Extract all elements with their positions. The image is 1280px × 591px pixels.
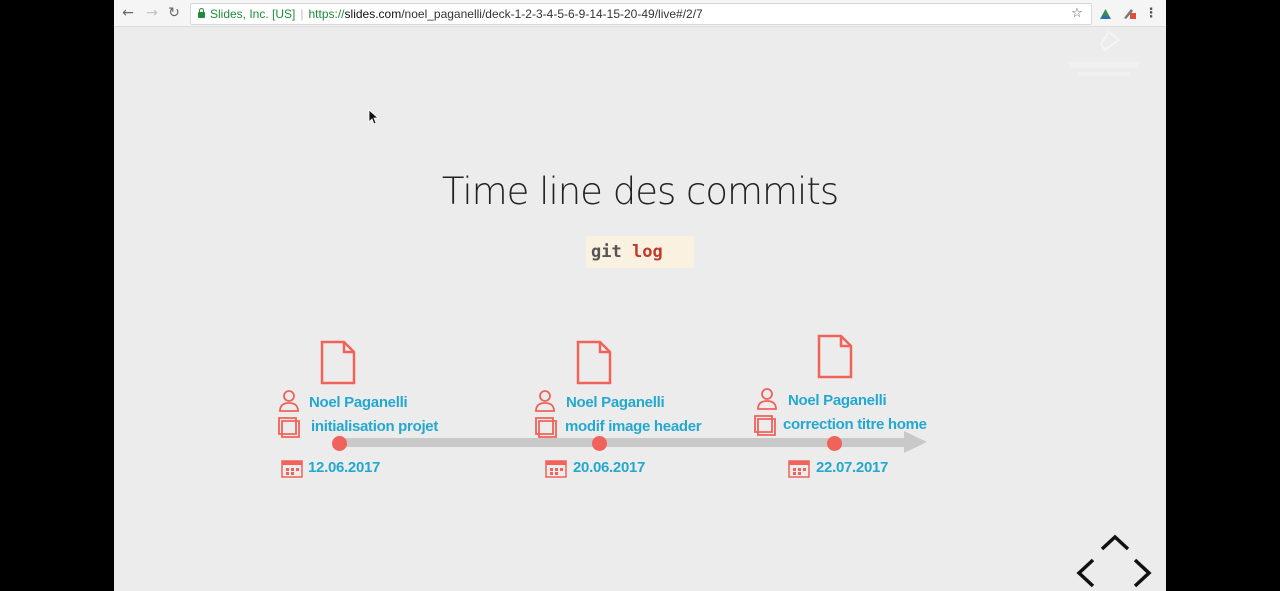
- calendar-icon: [281, 460, 303, 478]
- commit-message-icon: [278, 417, 300, 438]
- bookmark-star-icon[interactable]: ☆: [1071, 5, 1083, 21]
- timeline-dot: [332, 436, 347, 451]
- commit-author: Noel Paganelli: [566, 394, 665, 411]
- forward-icon[interactable]: →: [146, 5, 158, 21]
- user-icon: [279, 390, 299, 412]
- nav-left-icon[interactable]: [1076, 558, 1095, 588]
- timeline-dot: [592, 436, 607, 451]
- file-icon: [817, 334, 853, 379]
- calendar-icon: [545, 460, 567, 478]
- pencil-extension-icon[interactable]: [1120, 3, 1138, 23]
- user-icon: [757, 388, 777, 410]
- commit-message: modif image header: [565, 418, 702, 435]
- commit-date: 22.07.2017: [816, 459, 889, 476]
- commit-author: Noel Paganelli: [309, 394, 408, 411]
- mouse-cursor-icon: [368, 109, 380, 125]
- code-command: git: [591, 242, 622, 262]
- nav-right-icon[interactable]: [1133, 558, 1152, 588]
- url-scheme: https://: [308, 7, 345, 21]
- nav-up-icon[interactable]: [1100, 534, 1130, 551]
- code-snippet: git log: [586, 236, 694, 268]
- commit-message: correction titre home: [783, 416, 927, 433]
- timeline-dot: [827, 436, 842, 451]
- slide-title: Time line des commits: [441, 170, 839, 213]
- browser-window: ← → ↻ Slides, Inc. [US] | https://slides…: [114, 0, 1166, 591]
- slides-watermark-logo: [1069, 30, 1139, 76]
- timeline-bar: [336, 438, 906, 447]
- url-host: slides.com: [344, 7, 402, 21]
- commit-message-icon: [535, 417, 557, 438]
- file-icon: [320, 340, 356, 385]
- commit-message: initialisation projet: [311, 418, 439, 435]
- url-path: /noel_paganelli/deck-1-2-3-4-5-6-9-14-15…: [401, 7, 703, 21]
- menu-icon[interactable]: ⋮: [1144, 5, 1158, 21]
- file-icon: [576, 340, 612, 385]
- commit-author: Noel Paganelli: [788, 392, 887, 409]
- calendar-icon: [788, 460, 810, 478]
- code-argument: log: [631, 242, 663, 262]
- address-bar[interactable]: Slides, Inc. [US] | https://slides.com/n…: [190, 3, 1092, 25]
- user-icon: [535, 390, 555, 412]
- back-icon[interactable]: ←: [122, 5, 134, 21]
- commit-date: 20.06.2017: [573, 459, 646, 476]
- timeline-arrowhead: [904, 431, 927, 453]
- address-divider: |: [300, 7, 304, 21]
- commit-message-icon: [754, 415, 776, 436]
- slide-navigation: [1076, 534, 1152, 588]
- reload-icon[interactable]: ↻: [168, 5, 180, 21]
- security-label: Slides, Inc. [US]: [210, 7, 296, 21]
- commit-date: 12.06.2017: [308, 459, 381, 476]
- extension-icon[interactable]: [1096, 3, 1114, 23]
- browser-toolbar: ← → ↻ Slides, Inc. [US] | https://slides…: [114, 0, 1166, 27]
- lock-icon: [198, 8, 205, 18]
